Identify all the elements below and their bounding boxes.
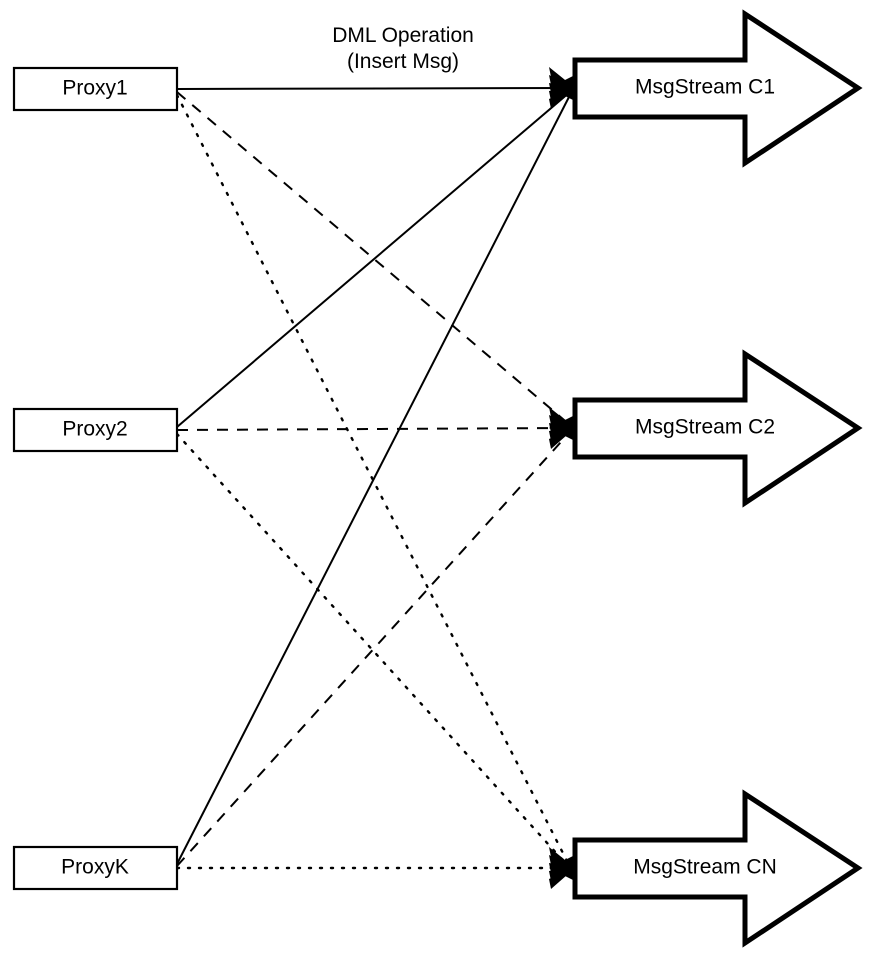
edge-label-line2: (Insert Msg): [347, 50, 459, 73]
edge-proxyk-c2: [176, 431, 571, 867]
node-stream-c1[interactable]: MsgStream C1: [572, 9, 863, 168]
stream-cn-shape[interactable]: [572, 789, 863, 948]
node-proxyk[interactable]: ProxyK: [12, 845, 179, 891]
edges-layer: [175, 87, 571, 870]
proxy1-label: Proxy1: [62, 77, 127, 100]
proxyk-label: ProxyK: [61, 856, 129, 879]
edge-proxy1-cn: [175, 93, 570, 865]
stream-nodes-layer: MsgStream C1 MsgStream C2 MsgStream CN: [572, 9, 863, 948]
edge-label-line1: DML Operation: [332, 24, 474, 47]
arrowhead-core: [549, 75, 575, 101]
edge-proxy2-cn: [175, 432, 570, 868]
node-stream-cn[interactable]: MsgStream CN: [572, 789, 863, 948]
edge-proxy1-c2: [176, 91, 571, 426]
node-stream-c2[interactable]: MsgStream C2: [572, 349, 863, 508]
stream-c1-label: MsgStream C1: [635, 76, 775, 99]
stream-cn-label: MsgStream CN: [633, 856, 777, 879]
proxy1-box[interactable]: [12, 66, 179, 112]
proxy2-label: Proxy2: [62, 418, 127, 441]
head-c1: [549, 67, 575, 109]
stream-c2-shape[interactable]: [572, 349, 863, 508]
edge-proxy1-c1: [176, 87, 571, 90]
edge-proxy2-c2: [176, 427, 571, 431]
stream-c1-shape[interactable]: [572, 9, 863, 168]
arrowheads-layer: [549, 67, 575, 889]
head-c2: [549, 407, 575, 449]
arrowhead-core: [549, 415, 575, 441]
proxyk-box[interactable]: [12, 845, 179, 891]
proxy2-box[interactable]: [12, 407, 179, 453]
node-proxy2[interactable]: Proxy2: [12, 407, 179, 453]
stream-c2-label: MsgStream C2: [635, 416, 775, 439]
edge-label-dml-operation: DML Operation (Insert Msg): [332, 24, 474, 73]
edge-proxy2-c1: [176, 91, 571, 428]
node-proxy1[interactable]: Proxy1: [12, 66, 179, 112]
head-cn: [549, 847, 575, 889]
edge-proxyk-c1: [176, 94, 571, 865]
arrowhead-core: [549, 855, 575, 881]
